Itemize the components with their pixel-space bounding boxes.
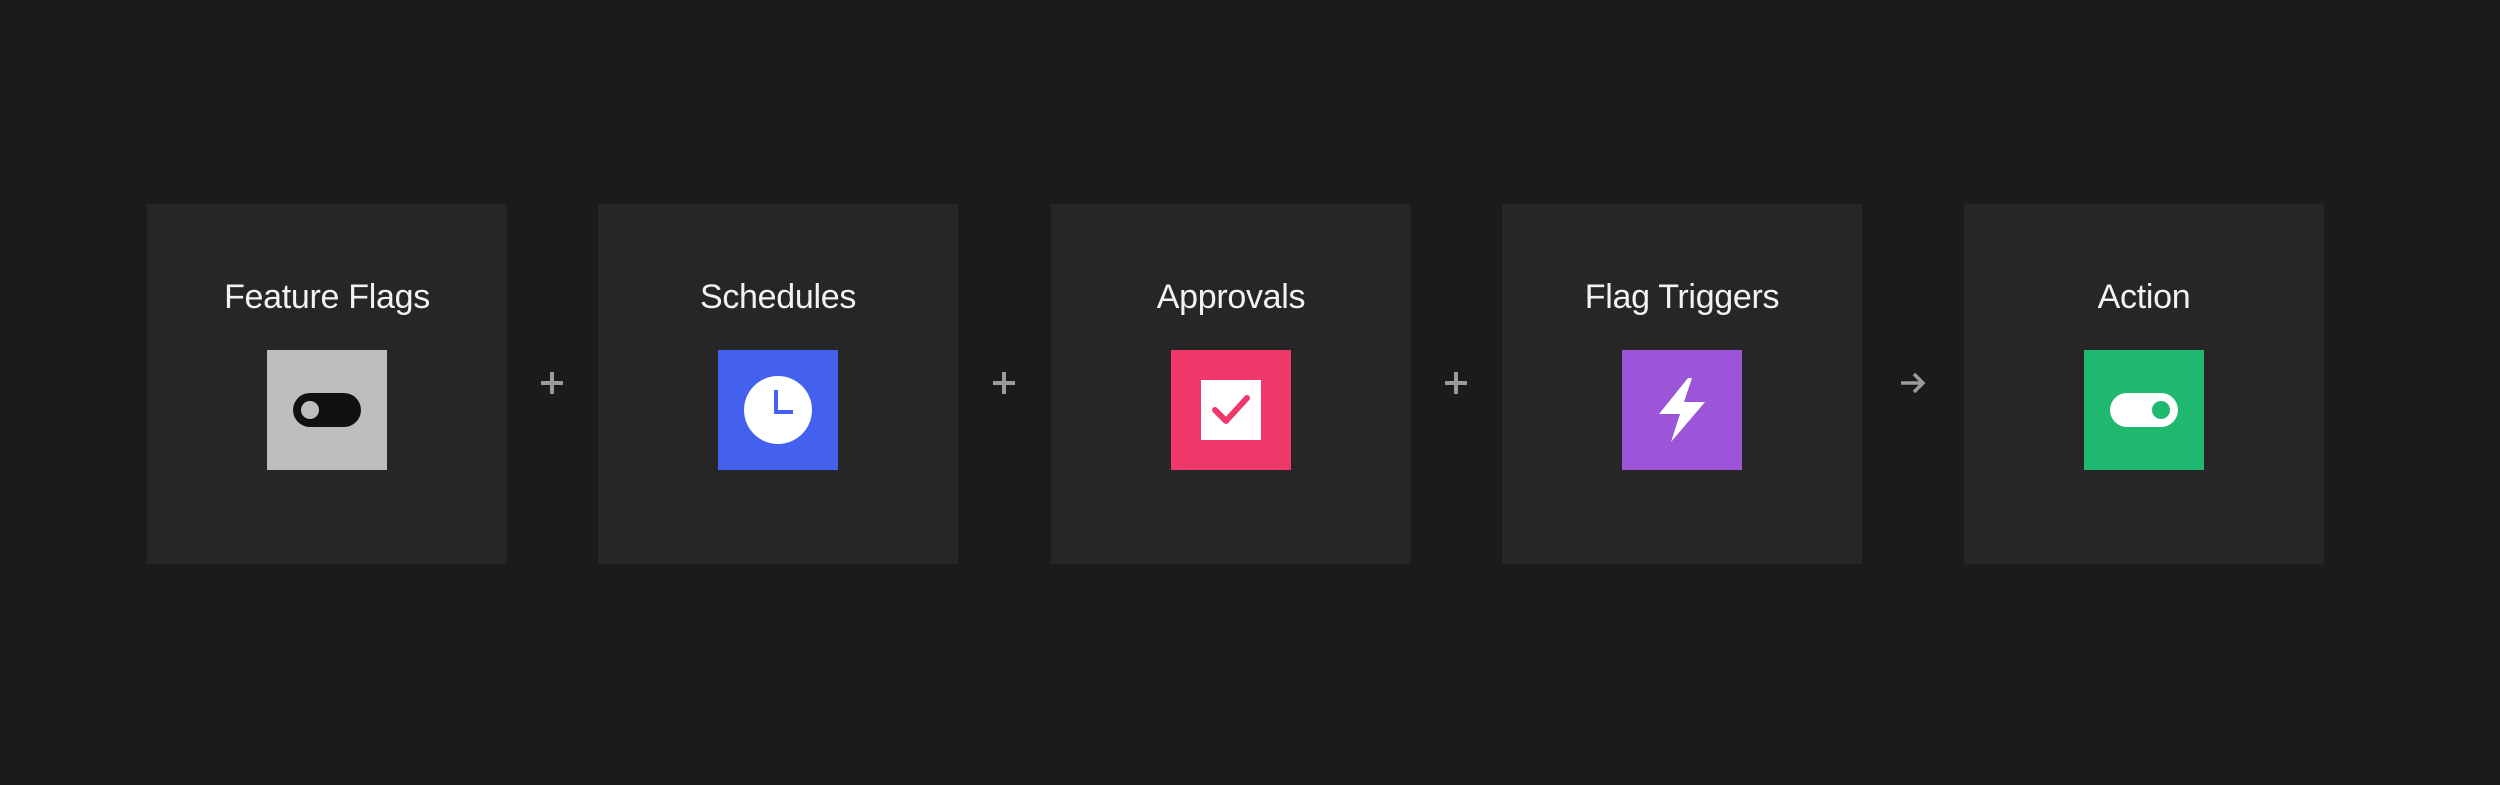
plus-icon xyxy=(984,363,1024,403)
clock-icon xyxy=(718,350,838,470)
toggle-off-icon xyxy=(267,350,387,470)
feature-flags-title: Feature Flags xyxy=(224,278,430,316)
action-card: Action xyxy=(1964,204,2324,564)
toggle-on-icon xyxy=(2084,350,2204,470)
arrow-right-icon xyxy=(1893,363,1933,403)
lightning-bolt-icon xyxy=(1622,350,1742,470)
approvals-title: Approvals xyxy=(1156,278,1306,316)
schedules-card: Schedules xyxy=(598,204,958,564)
checkbox-icon xyxy=(1171,350,1291,470)
flag-triggers-card: Flag Triggers xyxy=(1502,204,1862,564)
plus-icon xyxy=(532,363,572,403)
flag-triggers-title: Flag Triggers xyxy=(1584,278,1780,316)
action-title: Action xyxy=(2097,278,2191,316)
feature-flags-card: Feature Flags xyxy=(147,204,507,564)
plus-icon xyxy=(1436,363,1476,403)
schedules-title: Schedules xyxy=(699,278,857,316)
approvals-card: Approvals xyxy=(1051,204,1411,564)
